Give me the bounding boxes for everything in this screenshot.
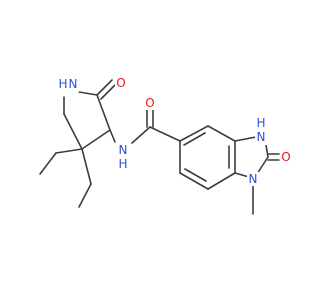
atom-n3-h-label: H	[256, 116, 265, 130]
atom-n-lactam-h-label: H	[58, 77, 67, 91]
bond-c3-n-amide	[109, 129, 116, 143]
bond-benz-c6-c7	[179, 172, 209, 190]
bond-c2-n1	[256, 156, 269, 175]
atom-n1: N	[247, 172, 259, 186]
atom-n3: H N	[255, 115, 269, 145]
bond-ethyl1-methyl	[39, 152, 57, 175]
bond-benz-c4-c5	[179, 125, 209, 142]
bond-c4-ethyl2	[81, 148, 92, 185]
bond-carbonyl-c5-aryl	[149, 126, 181, 142]
atom-n-amide: N H	[117, 142, 131, 172]
bond-benz-c3a-c4	[207, 125, 236, 142]
molecule-drawing: H N O N H O H N O N	[39, 76, 292, 215]
bond-c4-c5	[63, 113, 83, 150]
bond-ethyl2-methyl	[78, 183, 92, 208]
bond-c3a-n3	[234, 136, 257, 142]
bond-c2-o-lactam-b	[100, 83, 117, 100]
bond-n3-c2	[265, 144, 269, 158]
atom-o-lactam: O	[115, 76, 127, 90]
atom-o-urea-label: O	[281, 150, 290, 164]
bond-n1-c7a	[234, 172, 250, 178]
atom-o-urea: O	[280, 150, 292, 164]
atom-n3-label: N	[257, 130, 266, 144]
bond-benz-c7-c7a	[207, 172, 236, 190]
atom-labels: H N O N H O H N O N	[55, 76, 292, 186]
atom-n-lactam: H N	[55, 77, 79, 92]
bond-n-lactam-c2	[78, 91, 98, 96]
bonds	[39, 79, 280, 215]
atom-o-amide: O	[144, 96, 156, 110]
bond-benz-c6-c7-inner	[184, 168, 207, 182]
atom-n-amide-h-label: H	[118, 157, 127, 171]
atom-n1-label: N	[249, 172, 258, 186]
bond-c2-o-lactam-a	[96, 79, 113, 96]
bond-c3-c4	[81, 129, 111, 150]
bond-c4-ethyl1	[55, 148, 83, 154]
bond-benz-c4-c5-inner	[183, 132, 206, 146]
structure-canvas: H N O N H O H N O N	[39, 76, 292, 215]
atom-n-amide-label: N	[119, 143, 128, 157]
bond-c2-c3	[96, 94, 111, 131]
atom-n-lactam-label: N	[69, 77, 78, 91]
atom-o-amide-label: O	[145, 96, 154, 110]
atom-o-lactam-label: O	[116, 76, 125, 90]
bond-n-amide-c-carbonyl	[131, 126, 151, 144]
